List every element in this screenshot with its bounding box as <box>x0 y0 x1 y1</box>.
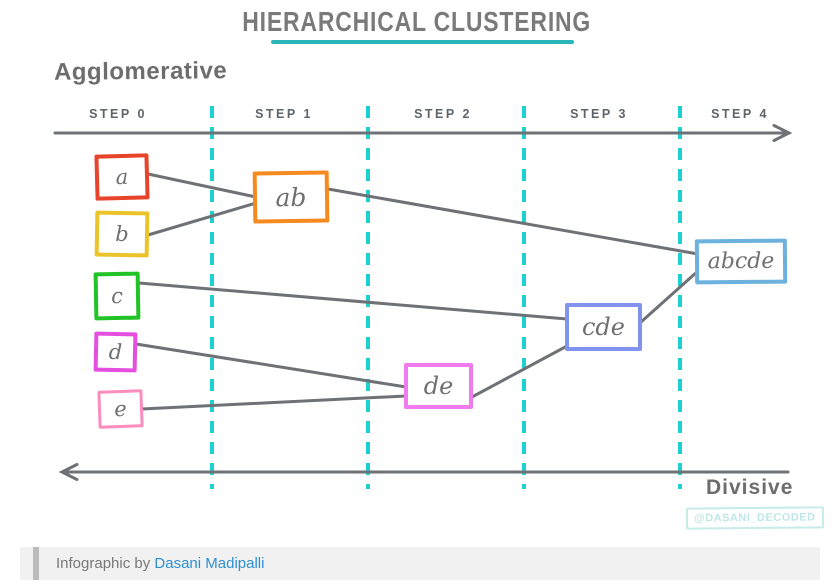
watermark-badge: @DASANI_DECODED <box>685 506 824 530</box>
connector-d-de <box>134 342 408 389</box>
cluster-node-ab: ab <box>252 170 330 224</box>
connector-cde-abcde <box>639 269 700 324</box>
step-label-0: STEP 0 <box>89 107 147 121</box>
cluster-node-e: e <box>97 389 144 429</box>
step-divider-4 <box>678 106 682 489</box>
caption-text: Infographic by Dasani Madipalli <box>56 547 264 580</box>
cluster-node-label: ab <box>275 182 307 212</box>
divisive-label: Divisive <box>706 476 794 499</box>
step-label-1: STEP 1 <box>255 107 313 121</box>
connector-e-de <box>140 394 408 411</box>
title-underline <box>271 40 574 44</box>
step-divider-2 <box>366 106 370 489</box>
connector-b-ab <box>146 201 258 237</box>
step-label-3: STEP 3 <box>570 107 628 121</box>
title-block: HIERARCHICAL CLUSTERING <box>0 6 833 38</box>
step-divider-3 <box>522 106 526 489</box>
caption-accent-bar <box>33 547 39 580</box>
cluster-node-label: abcde <box>707 248 775 275</box>
connector-de-cde <box>470 344 569 399</box>
cluster-node-d: d <box>93 331 138 373</box>
connector-ab-abcde <box>326 187 700 256</box>
cluster-node-c: c <box>93 271 141 321</box>
divisive-arrowhead-icon <box>58 463 79 481</box>
step-label-4: STEP 4 <box>711 107 769 121</box>
cluster-node-b: b <box>94 210 150 258</box>
cluster-node-a: a <box>94 153 150 201</box>
caption-prefix: Infographic by <box>56 555 155 572</box>
cluster-node-label: d <box>108 339 123 365</box>
step-divider-1 <box>210 106 214 489</box>
connector-a-ab <box>146 172 258 199</box>
cluster-node-cde: cde <box>565 303 642 351</box>
author-link[interactable]: Dasani Madipalli <box>154 555 265 572</box>
cluster-node-label: a <box>115 164 129 190</box>
cluster-node-label: de <box>423 372 454 400</box>
cluster-node-label: e <box>113 396 128 422</box>
caption-bar: Infographic by Dasani Madipalli <box>20 547 820 580</box>
cluster-node-label: c <box>110 283 124 309</box>
page-title: HIERARCHICAL CLUSTERING <box>242 6 591 37</box>
cluster-node-label: cde <box>581 313 625 341</box>
cluster-node-abcde: abcde <box>694 238 788 285</box>
cluster-node-de: de <box>404 363 473 409</box>
agglomerative-arrowhead-icon <box>772 124 793 142</box>
cluster-node-label: b <box>115 221 129 247</box>
connector-c-cde <box>137 281 569 321</box>
step-label-2: STEP 2 <box>414 107 472 121</box>
